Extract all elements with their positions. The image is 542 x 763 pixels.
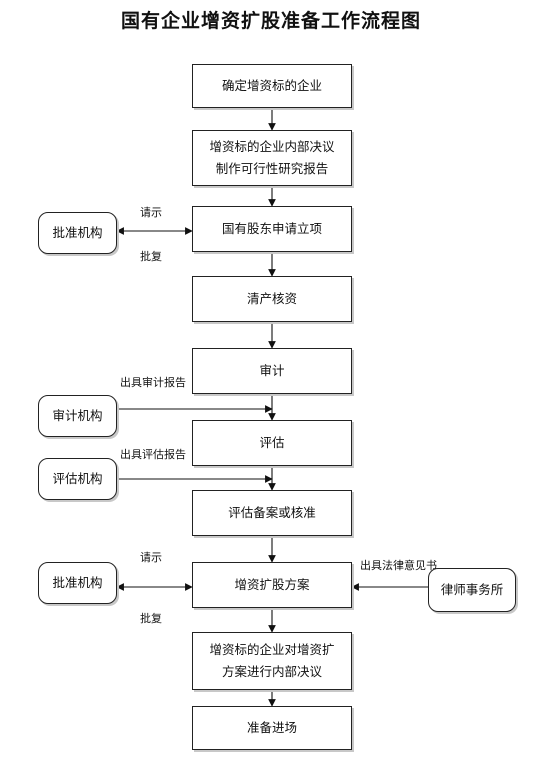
step-label: 增资标的企业对增资扩 方案进行内部决议 — [209, 642, 335, 679]
agency-law-firm: 律师事务所 — [428, 568, 516, 612]
label-request-2: 请示 — [140, 551, 162, 564]
step-label: 增资标的企业内部决议 制作可行性研究报告 — [209, 139, 335, 176]
step-ready-to-enter: 准备进场 — [192, 706, 352, 750]
agency-label: 评估机构 — [52, 471, 103, 486]
label-request-1: 请示 — [140, 206, 162, 219]
step-appraisal-filing: 评估备案或核准 — [192, 490, 352, 536]
agency-label: 律师事务所 — [440, 582, 504, 597]
step-label: 确定增资标的企业 — [221, 78, 322, 93]
agency-audit: 审计机构 — [38, 395, 117, 437]
step-label: 评估备案或核准 — [228, 505, 316, 520]
label-audit-report: 出具审计报告 — [120, 376, 186, 389]
diagram-title: 国有企业增资扩股准备工作流程图 — [120, 10, 421, 32]
agency-label: 批准机构 — [52, 575, 103, 590]
step-confirm-target: 确定增资标的企业 — [192, 64, 352, 108]
agency-approval-2: 批准机构 — [38, 562, 117, 604]
step-label: 增资扩股方案 — [234, 577, 310, 592]
label-reply-1: 批复 — [140, 250, 162, 263]
step-project-application: 国有股东申请立项 — [192, 206, 352, 252]
agency-label: 批准机构 — [52, 225, 103, 240]
step-asset-verification: 清产核资 — [192, 276, 352, 322]
agency-appraisal: 评估机构 — [38, 458, 117, 500]
agency-label: 审计机构 — [52, 408, 103, 423]
label-appraisal-report: 出具评估报告 — [120, 448, 186, 461]
step-label: 国有股东申请立项 — [221, 221, 322, 236]
label-legal-opinion: 出具法律意见书 — [360, 559, 437, 572]
step-audit: 审计 — [192, 348, 352, 394]
step-plan-resolution: 增资标的企业对增资扩 方案进行内部决议 — [192, 632, 352, 690]
step-internal-resolution: 增资标的企业内部决议 制作可行性研究报告 — [192, 130, 352, 186]
step-appraisal: 评估 — [192, 420, 352, 466]
step-label: 准备进场 — [246, 720, 297, 735]
agency-approval-1: 批准机构 — [38, 212, 117, 254]
step-label: 评估 — [259, 435, 285, 450]
label-reply-2: 批复 — [140, 612, 162, 625]
step-capital-plan: 增资扩股方案 — [192, 562, 352, 608]
step-label: 清产核资 — [246, 291, 297, 306]
step-label: 审计 — [259, 363, 285, 378]
